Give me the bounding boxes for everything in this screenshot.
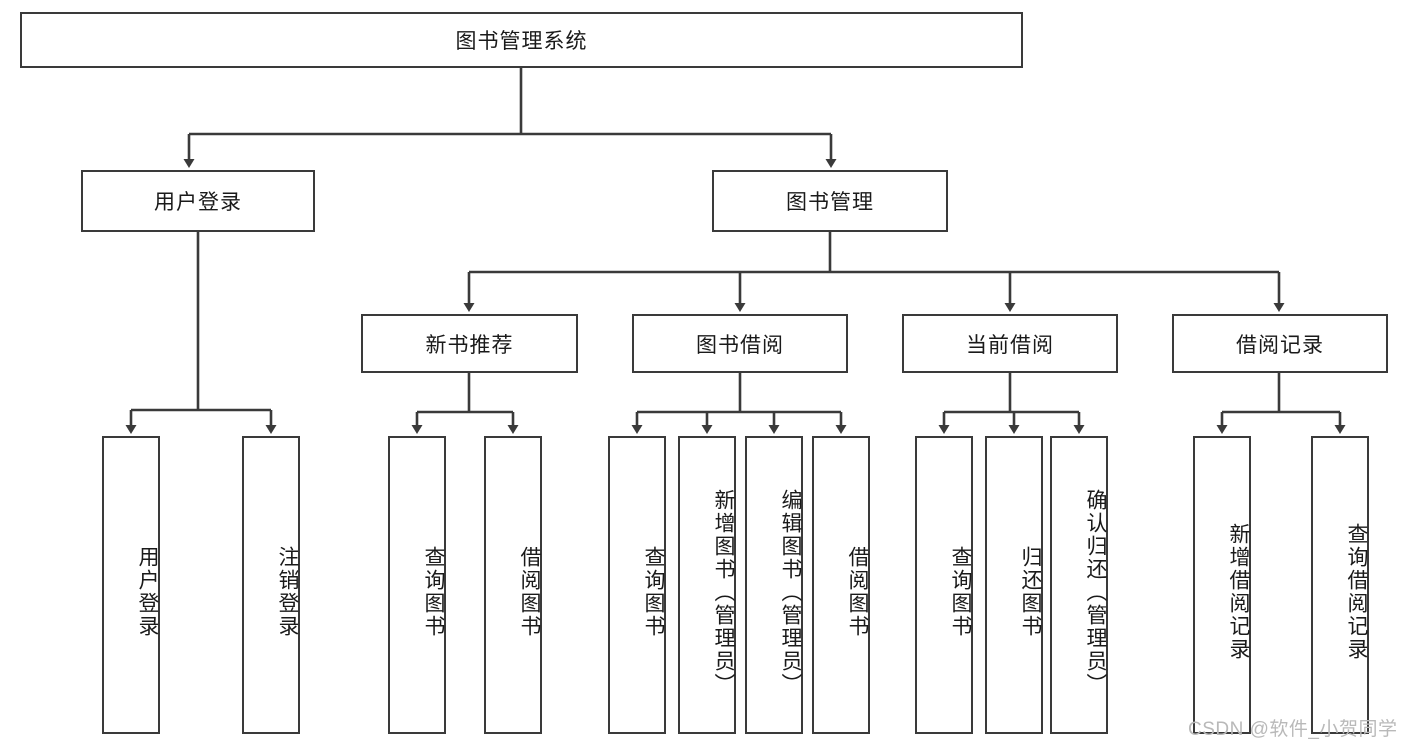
node-book-management[interactable]: 图书管理: [712, 170, 948, 232]
leaf-user-login-login[interactable]: 用户登录: [102, 436, 160, 734]
node-label: 查询图书: [949, 546, 972, 638]
node-label: 新增图书（管理员）: [712, 488, 735, 696]
node-label: 图书管理系统: [455, 30, 588, 53]
watermark: CSDN @软件_小贺同学: [1188, 719, 1398, 740]
node-label: 编辑图书（管理员）: [779, 488, 802, 696]
node-label: 借阅图书: [846, 546, 869, 638]
node-new-book-recommend[interactable]: 新书推荐: [361, 314, 578, 373]
node-label: 新增借阅记录: [1227, 523, 1250, 661]
node-book-borrow[interactable]: 图书借阅: [632, 314, 848, 373]
leaf-book-borrow-borrow-book[interactable]: 借阅图书: [812, 436, 870, 734]
node-label: 当前借阅: [966, 333, 1054, 357]
leaf-current-borrow-return-book[interactable]: 归还图书: [985, 436, 1043, 734]
leaf-new-book-borrow-book[interactable]: 借阅图书: [484, 436, 542, 734]
node-label: 注销登录: [276, 546, 299, 638]
node-label: 图书管理: [786, 191, 874, 214]
leaf-current-borrow-query-book[interactable]: 查询图书: [915, 436, 973, 734]
node-label: 查询图书: [422, 546, 445, 638]
node-label: 借阅图书: [518, 546, 541, 638]
node-borrow-record[interactable]: 借阅记录: [1172, 314, 1388, 373]
node-label: 用户登录: [136, 546, 159, 638]
node-root-book-management-system[interactable]: 图书管理系统: [20, 12, 1023, 68]
leaf-current-borrow-confirm-return-admin[interactable]: 确认归还（管理员）: [1050, 436, 1108, 734]
node-label: 查询图书: [642, 546, 665, 638]
leaf-book-borrow-edit-book-admin[interactable]: 编辑图书（管理员）: [745, 436, 803, 734]
node-label: 图书借阅: [696, 333, 784, 357]
node-user-login[interactable]: 用户登录: [81, 170, 315, 232]
leaf-borrow-record-add-record[interactable]: 新增借阅记录: [1193, 436, 1251, 734]
node-label: 确认归还（管理员）: [1084, 488, 1107, 696]
node-label: 用户登录: [154, 191, 242, 214]
leaf-borrow-record-query-record[interactable]: 查询借阅记录: [1311, 436, 1369, 734]
leaf-book-borrow-add-book-admin[interactable]: 新增图书（管理员）: [678, 436, 736, 734]
node-label: 借阅记录: [1236, 333, 1324, 357]
node-label: 查询借阅记录: [1345, 523, 1368, 661]
node-label: 归还图书: [1019, 546, 1042, 638]
node-current-borrow[interactable]: 当前借阅: [902, 314, 1118, 373]
node-label: 新书推荐: [425, 333, 514, 357]
leaf-user-login-logout[interactable]: 注销登录: [242, 436, 300, 734]
leaf-book-borrow-query-book[interactable]: 查询图书: [608, 436, 666, 734]
leaf-new-book-query-book[interactable]: 查询图书: [388, 436, 446, 734]
